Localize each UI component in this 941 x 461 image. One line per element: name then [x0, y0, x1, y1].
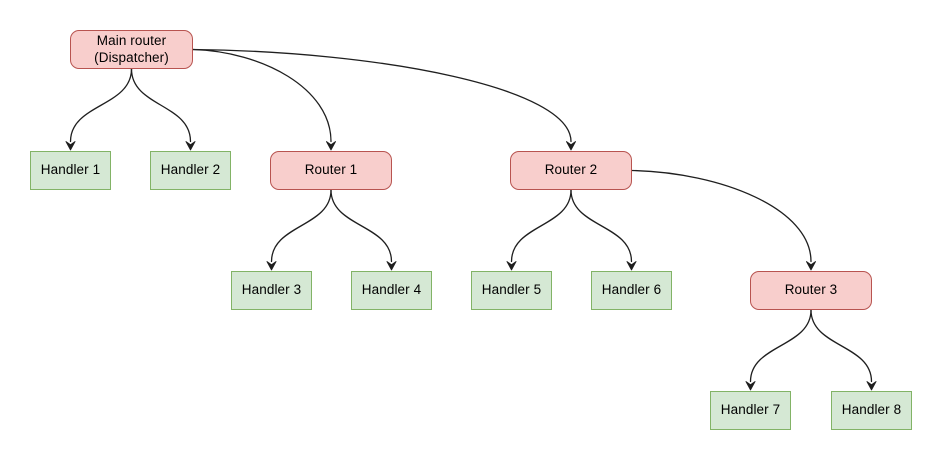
node-main-router[interactable]: Main router (Dispatcher) — [70, 30, 193, 69]
node-label: Router 1 — [304, 162, 358, 178]
node-label: Handler 2 — [160, 162, 221, 178]
node-handler-4[interactable]: Handler 4 — [351, 271, 432, 310]
node-handler-1[interactable]: Handler 1 — [30, 151, 111, 190]
edge-e-r2-r3 — [631, 169, 816, 271]
node-router-3[interactable]: Router 3 — [750, 271, 872, 310]
node-label: Router 3 — [784, 282, 838, 298]
node-label: Handler 4 — [361, 282, 422, 298]
edge-e-r1-h4 — [330, 189, 397, 271]
edge-e-r2-h6 — [570, 189, 637, 271]
edge-e-r2-h5 — [506, 189, 572, 271]
node-label: Handler 3 — [241, 282, 302, 298]
node-router-1[interactable]: Router 1 — [270, 151, 392, 190]
node-handler-2[interactable]: Handler 2 — [150, 151, 231, 190]
node-label: Handler 7 — [720, 402, 781, 418]
node-label: Handler 1 — [40, 162, 101, 178]
node-handler-8[interactable]: Handler 8 — [831, 391, 912, 430]
node-label: Handler 8 — [841, 402, 902, 418]
edge-e-main-h1 — [65, 68, 133, 151]
node-router-2[interactable]: Router 2 — [510, 151, 632, 190]
edge-e-r3-h7 — [745, 309, 812, 391]
node-handler-6[interactable]: Handler 6 — [591, 271, 672, 310]
edge-e-r1-h3 — [266, 189, 332, 271]
node-handler-3[interactable]: Handler 3 — [231, 271, 312, 310]
node-label: Handler 6 — [601, 282, 662, 298]
node-label: Router 2 — [544, 162, 598, 178]
node-label: Main router (Dispatcher) — [94, 32, 169, 65]
node-handler-7[interactable]: Handler 7 — [710, 391, 791, 430]
node-handler-5[interactable]: Handler 5 — [471, 271, 552, 310]
edge-e-r3-h8 — [810, 309, 877, 391]
node-label: Handler 5 — [481, 282, 542, 298]
edge-e-main-h2 — [130, 68, 196, 151]
edge-e-main-r2 — [192, 48, 576, 151]
edge-e-main-r1 — [192, 48, 336, 151]
